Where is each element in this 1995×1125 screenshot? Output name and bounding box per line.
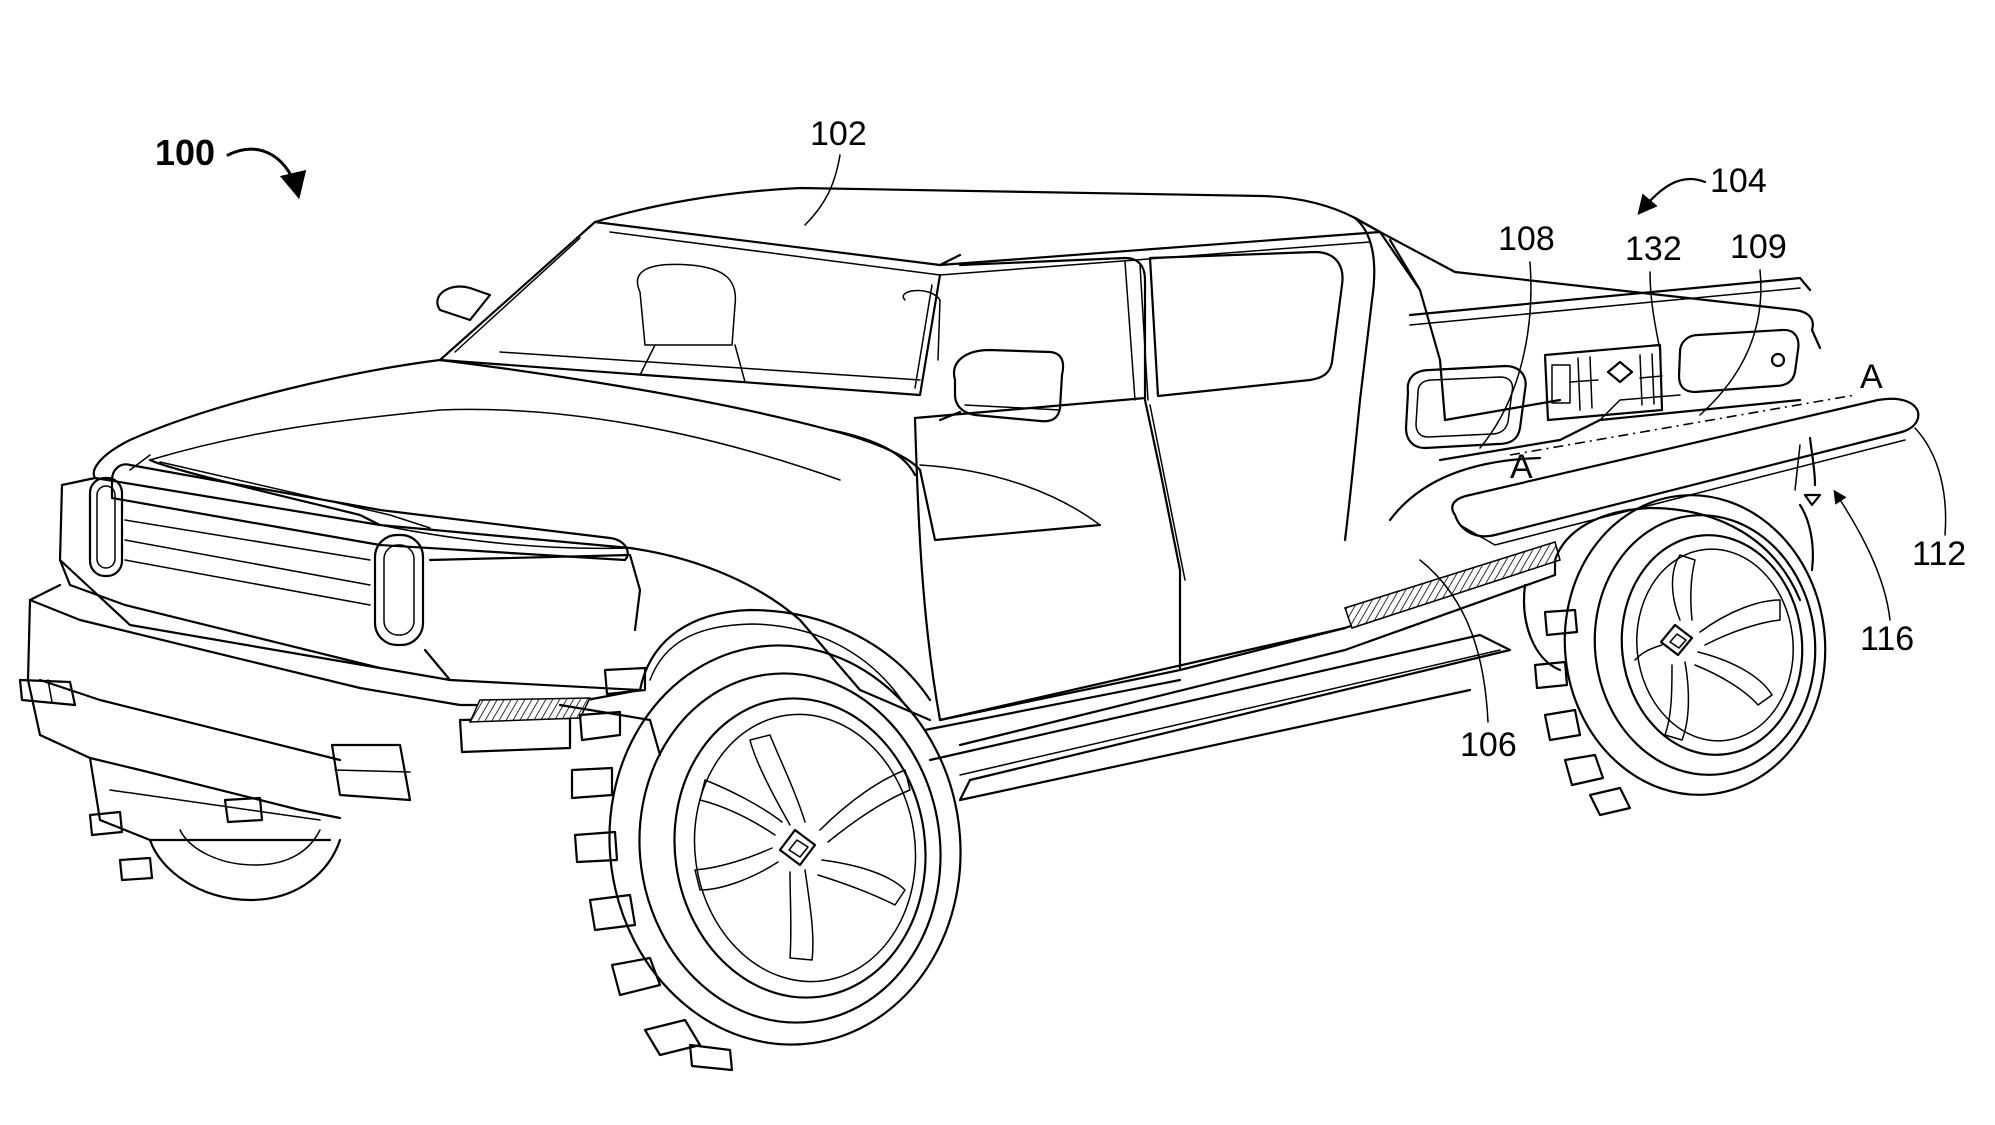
ref-label-102: 102 [810,115,867,153]
reference-numerals: 100 102 104 108 132 109 112 116 106 [155,115,1966,764]
ref-arrow-100 [226,147,307,200]
section-label-a-left: A [1510,448,1533,486]
front-fascia [58,454,642,692]
ref-label-106: 106 [1460,726,1517,764]
truck-illustration [18,186,1920,1072]
ref-label-100: 100 [155,132,215,173]
ref-leader-102 [804,154,841,226]
far-mirror [436,285,492,322]
ref-label-104: 104 [1710,162,1767,200]
rocker-panel-106 [928,541,1561,802]
door-panel-112 [1451,397,1920,546]
door-seams [913,398,1347,732]
ref-leader-112 [1914,427,1947,536]
ref-label-116: 116 [1860,620,1914,658]
front-fender [628,546,932,722]
c-pillar [1343,216,1376,542]
ref-leader-108 [1479,261,1532,449]
ref-leader-106 [1419,559,1489,723]
bed-side [1353,216,1822,522]
ref-label-132: 132 [1625,230,1682,268]
ref-label-108: 108 [1498,220,1555,258]
rear-fender [1523,503,1814,672]
rear-wheel [1533,494,1827,817]
ref-label-109: 109 [1730,228,1787,266]
ref-label-112: 112 [1912,535,1966,573]
side-windows [913,250,1344,420]
windshield [438,220,942,397]
ref-leader-116 [1833,489,1891,621]
ref-leader-109 [1699,269,1762,416]
front-wheel [570,644,962,1072]
section-line-a-a: A A [1509,358,1883,486]
front-bumper [18,583,662,842]
roof [593,186,1382,276]
hood [92,358,1102,550]
far-front-wheel [88,796,342,902]
ref-leader-132 [1649,271,1661,351]
ref-arrow-104 [1637,177,1707,216]
section-label-a-right: A [1860,358,1883,396]
